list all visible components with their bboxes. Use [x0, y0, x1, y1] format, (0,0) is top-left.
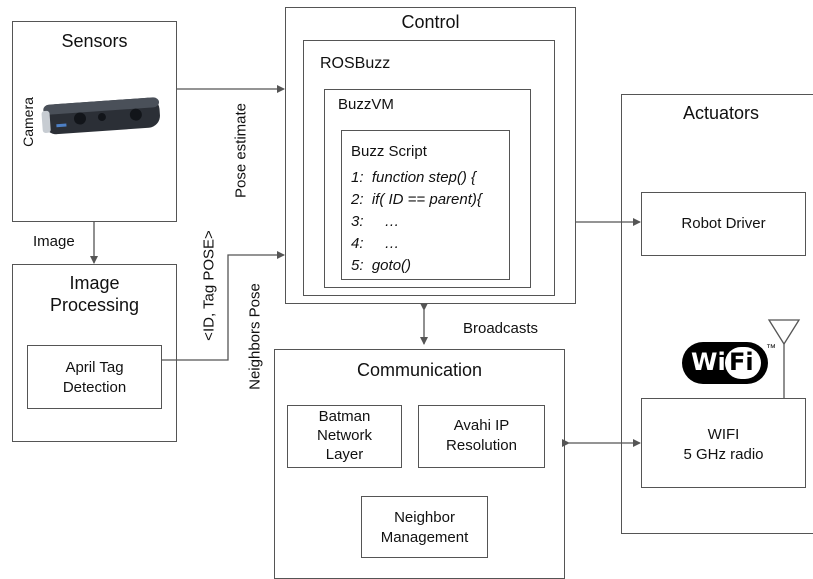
sensors-title: Sensors: [61, 31, 128, 51]
batman-line2: Network: [316, 427, 372, 444]
antenna-icon: [767, 319, 801, 398]
wifi-radio-box: WIFI 5 GHz radio: [641, 398, 806, 488]
communication-title: Communication: [356, 360, 483, 380]
camera-icon: [41, 97, 160, 135]
actuators-title: Actuators: [682, 103, 760, 123]
neighbor-management-line2: Management: [380, 529, 469, 546]
script-line-4: 4: …: [351, 235, 400, 252]
april-tag-line1: April Tag: [65, 359, 124, 376]
buzz-script-box: Buzz Script 1: function step() { 2: if( …: [341, 130, 510, 280]
batman-box: Batman Network Layer: [287, 405, 402, 468]
script-line-1: 1: function step() {: [351, 169, 477, 186]
avahi-line1: Avahi IP: [453, 417, 510, 434]
wifi-logo-text-left: Wi: [691, 348, 726, 376]
script-line-2: 2: if( ID == parent){: [351, 191, 482, 208]
wifi-radio-line2: 5 GHz radio: [683, 446, 764, 463]
wifi-radio-line1: WIFI: [707, 426, 740, 443]
avahi-box: Avahi IP Resolution: [418, 405, 545, 468]
april-tag-line2: Detection: [62, 379, 127, 396]
batman-line3: Layer: [325, 446, 364, 463]
control-title: Control: [401, 12, 460, 32]
neighbor-management-line1: Neighbor: [394, 509, 455, 526]
rosbuzz-title: ROSBuzz: [320, 55, 391, 72]
wifi-logo-icon: Wi Fi: [682, 342, 768, 384]
edge-label-image: Image: [33, 233, 75, 250]
script-line-3: 3: …: [351, 213, 400, 230]
arrow-april-tag-to-control: [162, 251, 285, 361]
robot-driver-label: Robot Driver: [681, 215, 766, 232]
wifi-tm: ™: [766, 343, 776, 354]
script-line-5: 5: goto(): [351, 257, 412, 274]
buzzvm-title: BuzzVM: [338, 96, 394, 113]
image-processing-title-line1: Image: [69, 273, 120, 293]
wifi-logo-text-right: Fi: [729, 348, 754, 376]
batman-line1: Batman: [318, 408, 371, 425]
april-tag-box: April Tag Detection: [27, 345, 162, 409]
buzz-script-title: Buzz Script: [351, 143, 427, 160]
neighbor-management-box: Neighbor Management: [361, 496, 488, 558]
image-processing-title-line2: Processing: [49, 295, 140, 315]
avahi-line2: Resolution: [446, 437, 517, 454]
edge-label-broadcasts: Broadcasts: [463, 320, 539, 337]
robot-driver-box: Robot Driver: [641, 192, 806, 256]
